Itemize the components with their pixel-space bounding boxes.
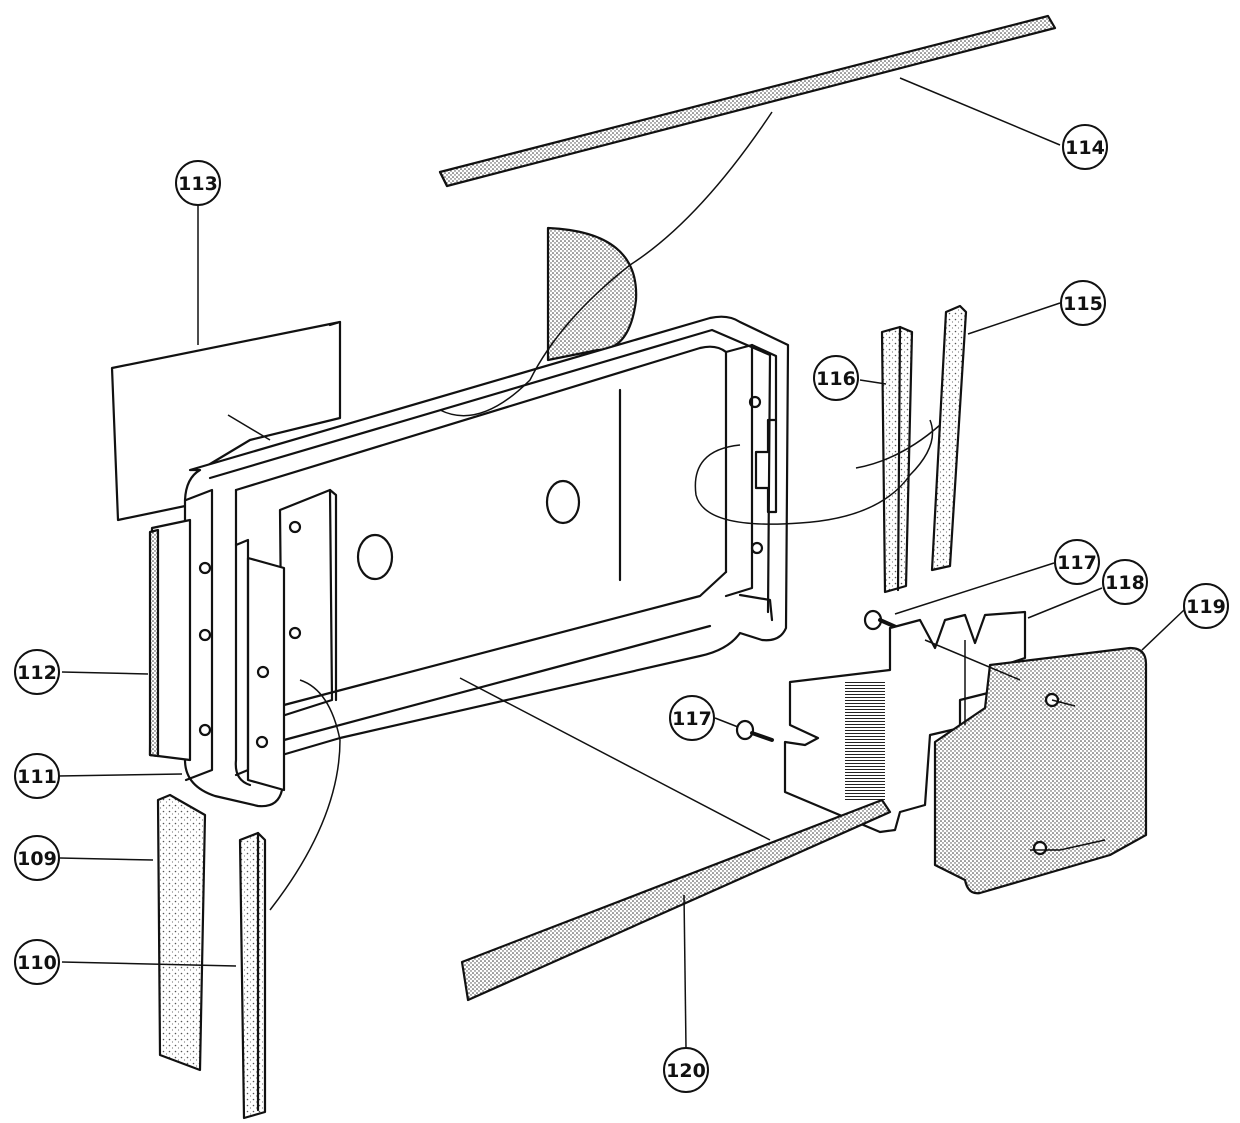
top-seal-strip	[438, 14, 1057, 188]
callout-110-label: 110	[17, 952, 57, 974]
callout-112: 112	[14, 649, 60, 695]
callout-117-lower-label: 117	[672, 708, 712, 730]
callout-109-label: 109	[17, 848, 57, 870]
callout-117-lower: 117	[669, 695, 715, 741]
callout-114-label: 114	[1065, 137, 1105, 159]
callout-110: 110	[14, 939, 60, 985]
callout-114: 114	[1062, 124, 1108, 170]
callout-116-label: 116	[816, 368, 856, 390]
callout-117-upper-label: 117	[1057, 552, 1097, 574]
housing-tray	[183, 315, 790, 808]
callout-117-upper: 117	[1054, 539, 1100, 585]
callout-118-label: 118	[1105, 572, 1145, 594]
strip-109	[156, 793, 207, 1072]
screw-lower	[735, 719, 774, 742]
callout-119-label: 119	[1186, 596, 1226, 618]
left-side-seal	[148, 518, 192, 762]
strip-110	[238, 831, 267, 1120]
leader-lines	[57, 77, 1185, 1049]
callout-112-label: 112	[17, 662, 57, 684]
callout-116: 116	[813, 355, 859, 401]
backing-panel	[110, 320, 342, 522]
callout-109: 109	[14, 835, 60, 881]
circuit-board	[933, 646, 1148, 895]
callout-119: 119	[1183, 583, 1229, 629]
callout-111-label: 111	[17, 766, 57, 788]
callout-115: 115	[1060, 280, 1106, 326]
callout-120-label: 120	[666, 1060, 706, 1082]
callout-115-label: 115	[1063, 293, 1103, 315]
callout-113: 113	[175, 160, 221, 206]
strip-116	[880, 325, 914, 594]
callout-118: 118	[1102, 559, 1148, 605]
bottom-seal-strip	[460, 798, 892, 1002]
strip-115	[930, 304, 968, 572]
foam-arch-pad	[546, 226, 638, 362]
callout-120: 120	[663, 1047, 709, 1093]
callout-111: 111	[14, 753, 60, 799]
callout-113-label: 113	[178, 173, 218, 195]
